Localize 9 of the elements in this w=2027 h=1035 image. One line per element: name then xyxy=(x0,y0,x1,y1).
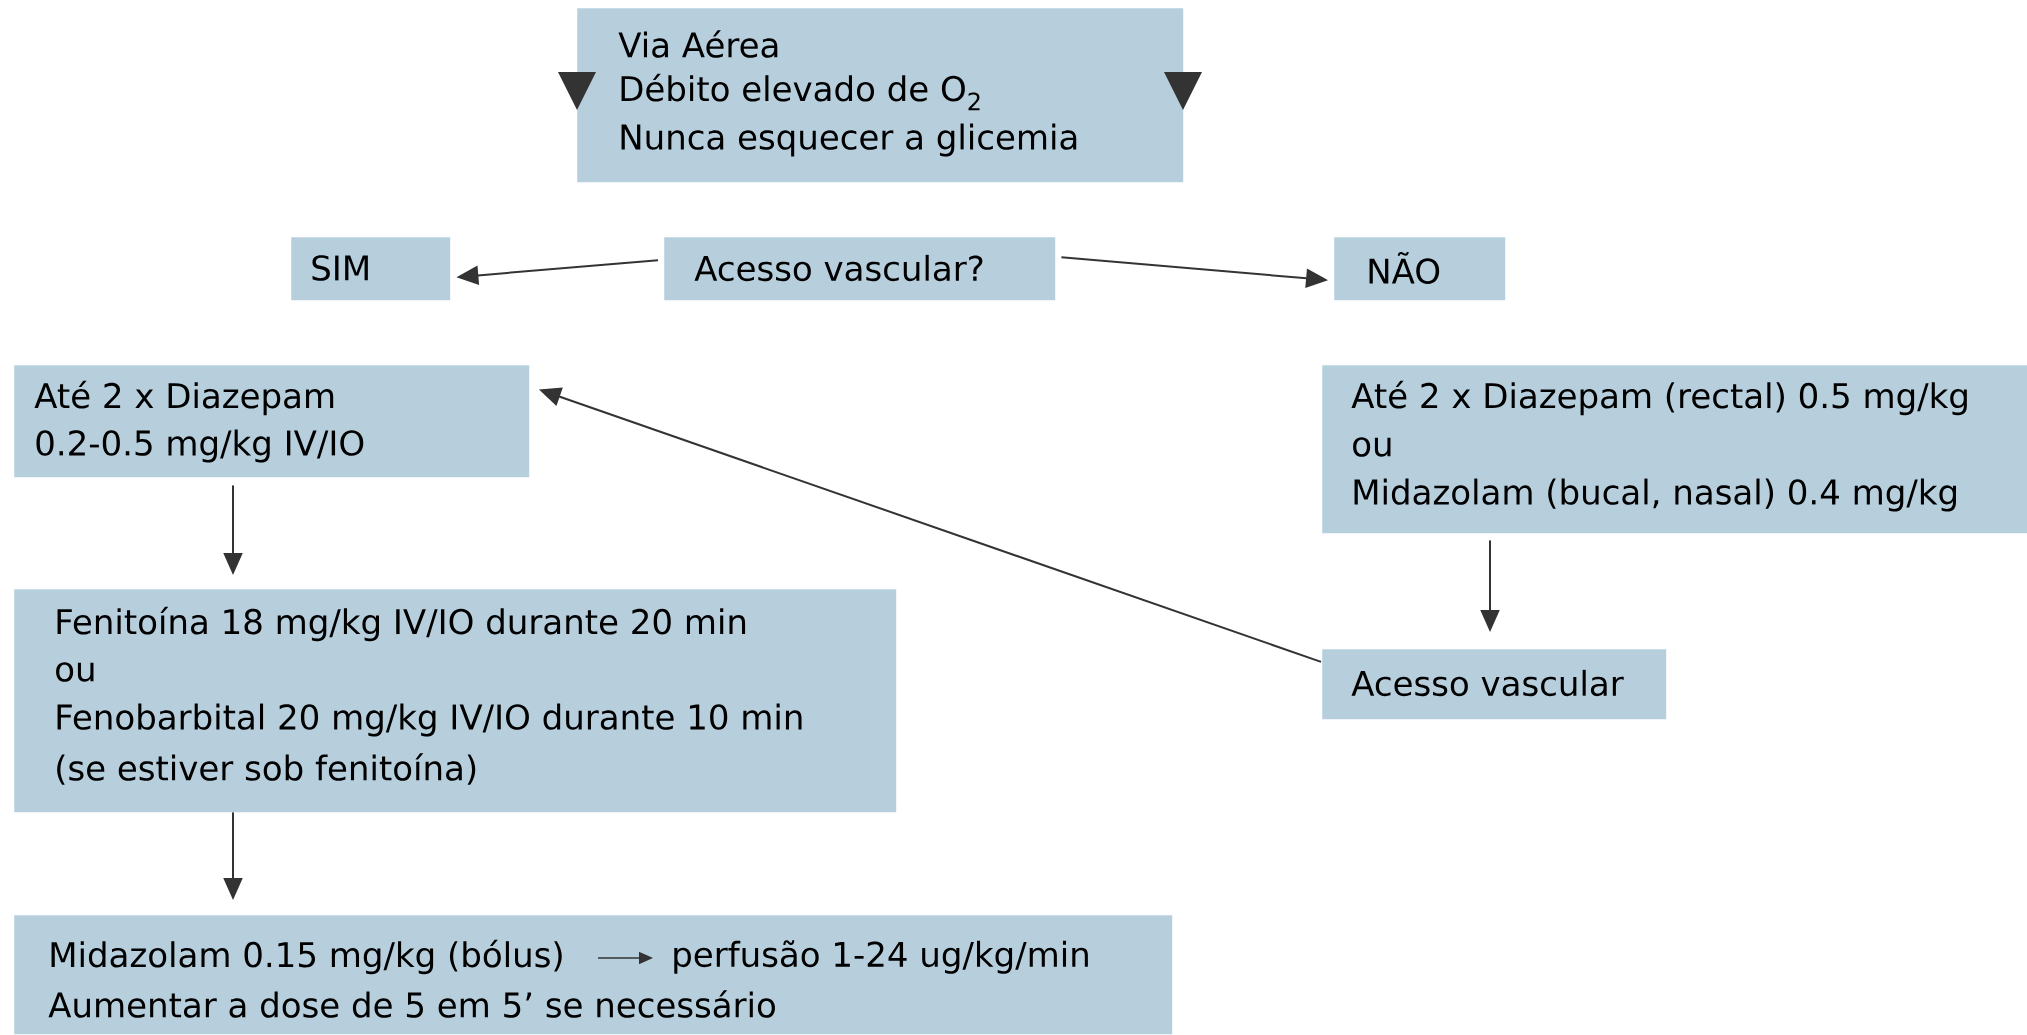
process-box: Fenitoína 18 mg/kg IV/IO durante 20 min ou Fenobarbital 20 mg/kg IV/IO durante 10 min (se estiver sob fenitoína) xyxy=(14,589,897,813)
process-box: SIM xyxy=(291,237,451,301)
process-box: Acesso vascular xyxy=(1322,649,1667,720)
process-box: NÃO xyxy=(1334,237,1506,301)
process-box: Via Aérea Débito elevado de O$_{2}$ Nunca esquecer a glicemia xyxy=(577,8,1184,183)
process-box: Até 2 x Diazepam (rectal) 0.5 mg/kg ou Midazolam (bucal, nasal) 0.4 mg/kg xyxy=(1322,365,2027,534)
process-box: Até 2 x Diazepam 0.2-0.5 mg/kg IV/IO xyxy=(14,365,530,478)
process-box: Midazolam 0.15 mg/kg (bólus) perfusão 1-24 ug/kg/min Aumentar a dose de 5 em 5’ se necessário xyxy=(14,915,1173,1035)
process-box: Acesso vascular? xyxy=(664,237,1056,301)
